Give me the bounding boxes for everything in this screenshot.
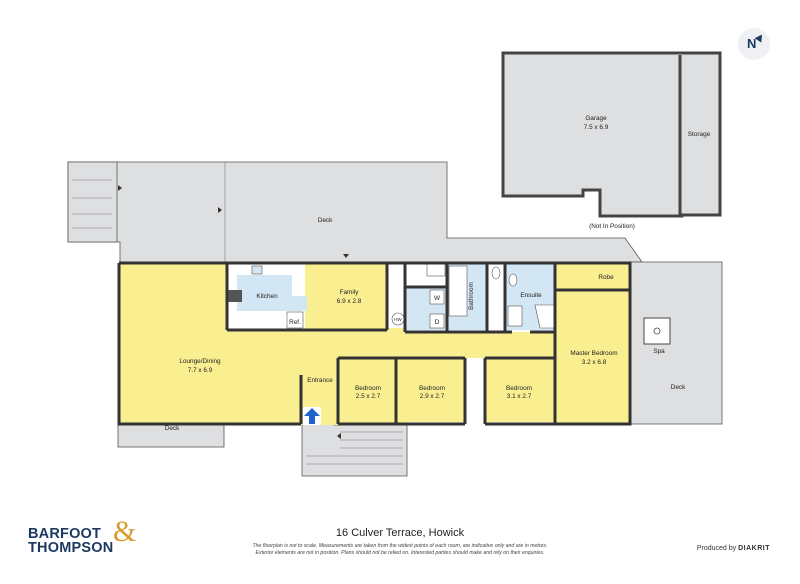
bedroom-1-label: Bedroom <box>355 385 381 392</box>
brand-logo: BARFOOT THOMPSON & <box>28 517 136 556</box>
step-lines <box>72 162 403 465</box>
property-address: 16 Culver Terrace, Howick <box>335 527 465 539</box>
entrance-arrow <box>303 407 321 425</box>
not-in-position-label: (Not In Position) <box>589 223 635 230</box>
robe-label: Robe <box>598 274 614 281</box>
compass-letter: N <box>747 36 757 51</box>
lounge-dims: 7.7 x 6.9 <box>188 367 213 374</box>
bedroom-1-dims: 2.5 x 2.7 <box>356 393 381 400</box>
washer-label: W <box>434 295 441 302</box>
ensuite-label: Ensuite <box>520 292 542 299</box>
master-bedroom-dims: 3.2 x 6.8 <box>582 359 607 366</box>
garage <box>501 51 722 218</box>
bedroom-2 <box>397 358 465 422</box>
hot-water-label: HW <box>394 317 402 322</box>
ref-label: Ref. <box>289 319 301 326</box>
master-bedroom-label: Master Bedroom <box>570 350 617 357</box>
brand-line2: THOMPSON <box>28 540 114 556</box>
deck-left-label: Deck <box>165 425 180 432</box>
kitchen-label: Kitchen <box>256 293 278 300</box>
room-labels: Garage 7.5 x 6.9 Storage (Not In Positio… <box>165 115 711 432</box>
bedroom-2-dims: 2.9 x 2.7 <box>420 393 445 400</box>
entrance-label: Entrance <box>307 377 333 384</box>
garage-dims: 7.5 x 6.9 <box>584 124 609 131</box>
family-dims: 6.9 x 2.8 <box>337 298 362 305</box>
disclaimer-line2: Exterior elements are not in position. P… <box>255 550 545 556</box>
deck-top-label: Deck <box>318 217 333 224</box>
walls <box>117 261 632 426</box>
bedroom-2-label: Bedroom <box>419 385 445 392</box>
wet-rooms <box>391 263 556 330</box>
produced-by-prefix: Produced by <box>696 545 737 552</box>
family-label: Family <box>340 289 360 296</box>
dryer-label: D <box>435 319 440 326</box>
robe <box>555 263 630 290</box>
produced-by: Produced by DIAKRIT <box>697 545 770 552</box>
produced-by-name: DIAKRIT <box>738 545 770 552</box>
disclaimer-line1: The floorplan is not to scale. Measureme… <box>252 543 548 549</box>
brand-ampersand: & <box>113 515 137 548</box>
disclaimer: The floorplan is not to scale. Measureme… <box>0 543 800 557</box>
brand-line1: BARFOOT <box>28 526 102 542</box>
bedroom-3-dims: 3.1 x 2.7 <box>507 393 532 400</box>
deck-right-label: Deck <box>671 384 686 391</box>
compass-icon: N <box>738 28 770 60</box>
kitchen <box>227 263 307 329</box>
bedroom-1 <box>338 358 394 422</box>
garage-label: Garage <box>585 115 607 122</box>
lounge-label: Lounge/Dining <box>179 358 221 365</box>
family-room <box>305 263 387 328</box>
bedroom-3-label: Bedroom <box>506 385 532 392</box>
bedroom-3 <box>485 358 555 422</box>
bathroom-label: Bathroom <box>468 282 475 310</box>
storage-label: Storage <box>688 131 711 138</box>
master-bedroom <box>555 290 630 423</box>
deck-steps-left <box>67 161 118 243</box>
lounge-dining-room <box>119 263 227 405</box>
exterior-areas <box>67 161 723 477</box>
spa <box>643 317 671 345</box>
spa-label: Spa <box>653 348 665 355</box>
deck-arrows <box>118 185 349 439</box>
